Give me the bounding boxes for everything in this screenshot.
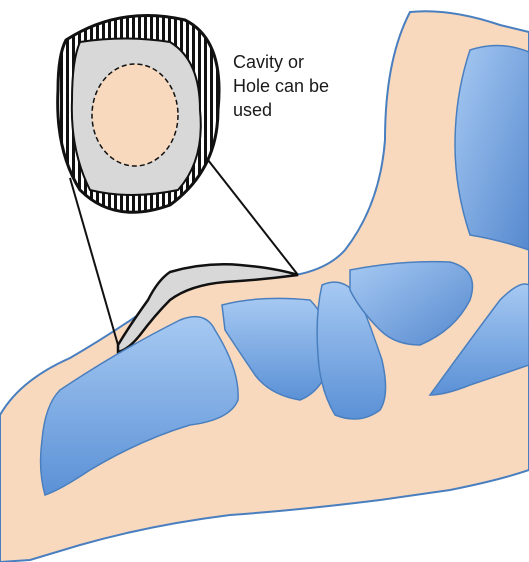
pad-cross-section xyxy=(58,16,219,213)
cavity-hole xyxy=(92,64,178,166)
annotation-line-2: Hole can be xyxy=(233,74,383,98)
annotation-line-3: used xyxy=(233,98,383,122)
tibia-bone xyxy=(455,45,529,250)
callout-line-right xyxy=(208,160,298,275)
annotation-line-1: Cavity or xyxy=(233,50,383,74)
cavity-annotation: Cavity or Hole can be used xyxy=(233,50,383,122)
